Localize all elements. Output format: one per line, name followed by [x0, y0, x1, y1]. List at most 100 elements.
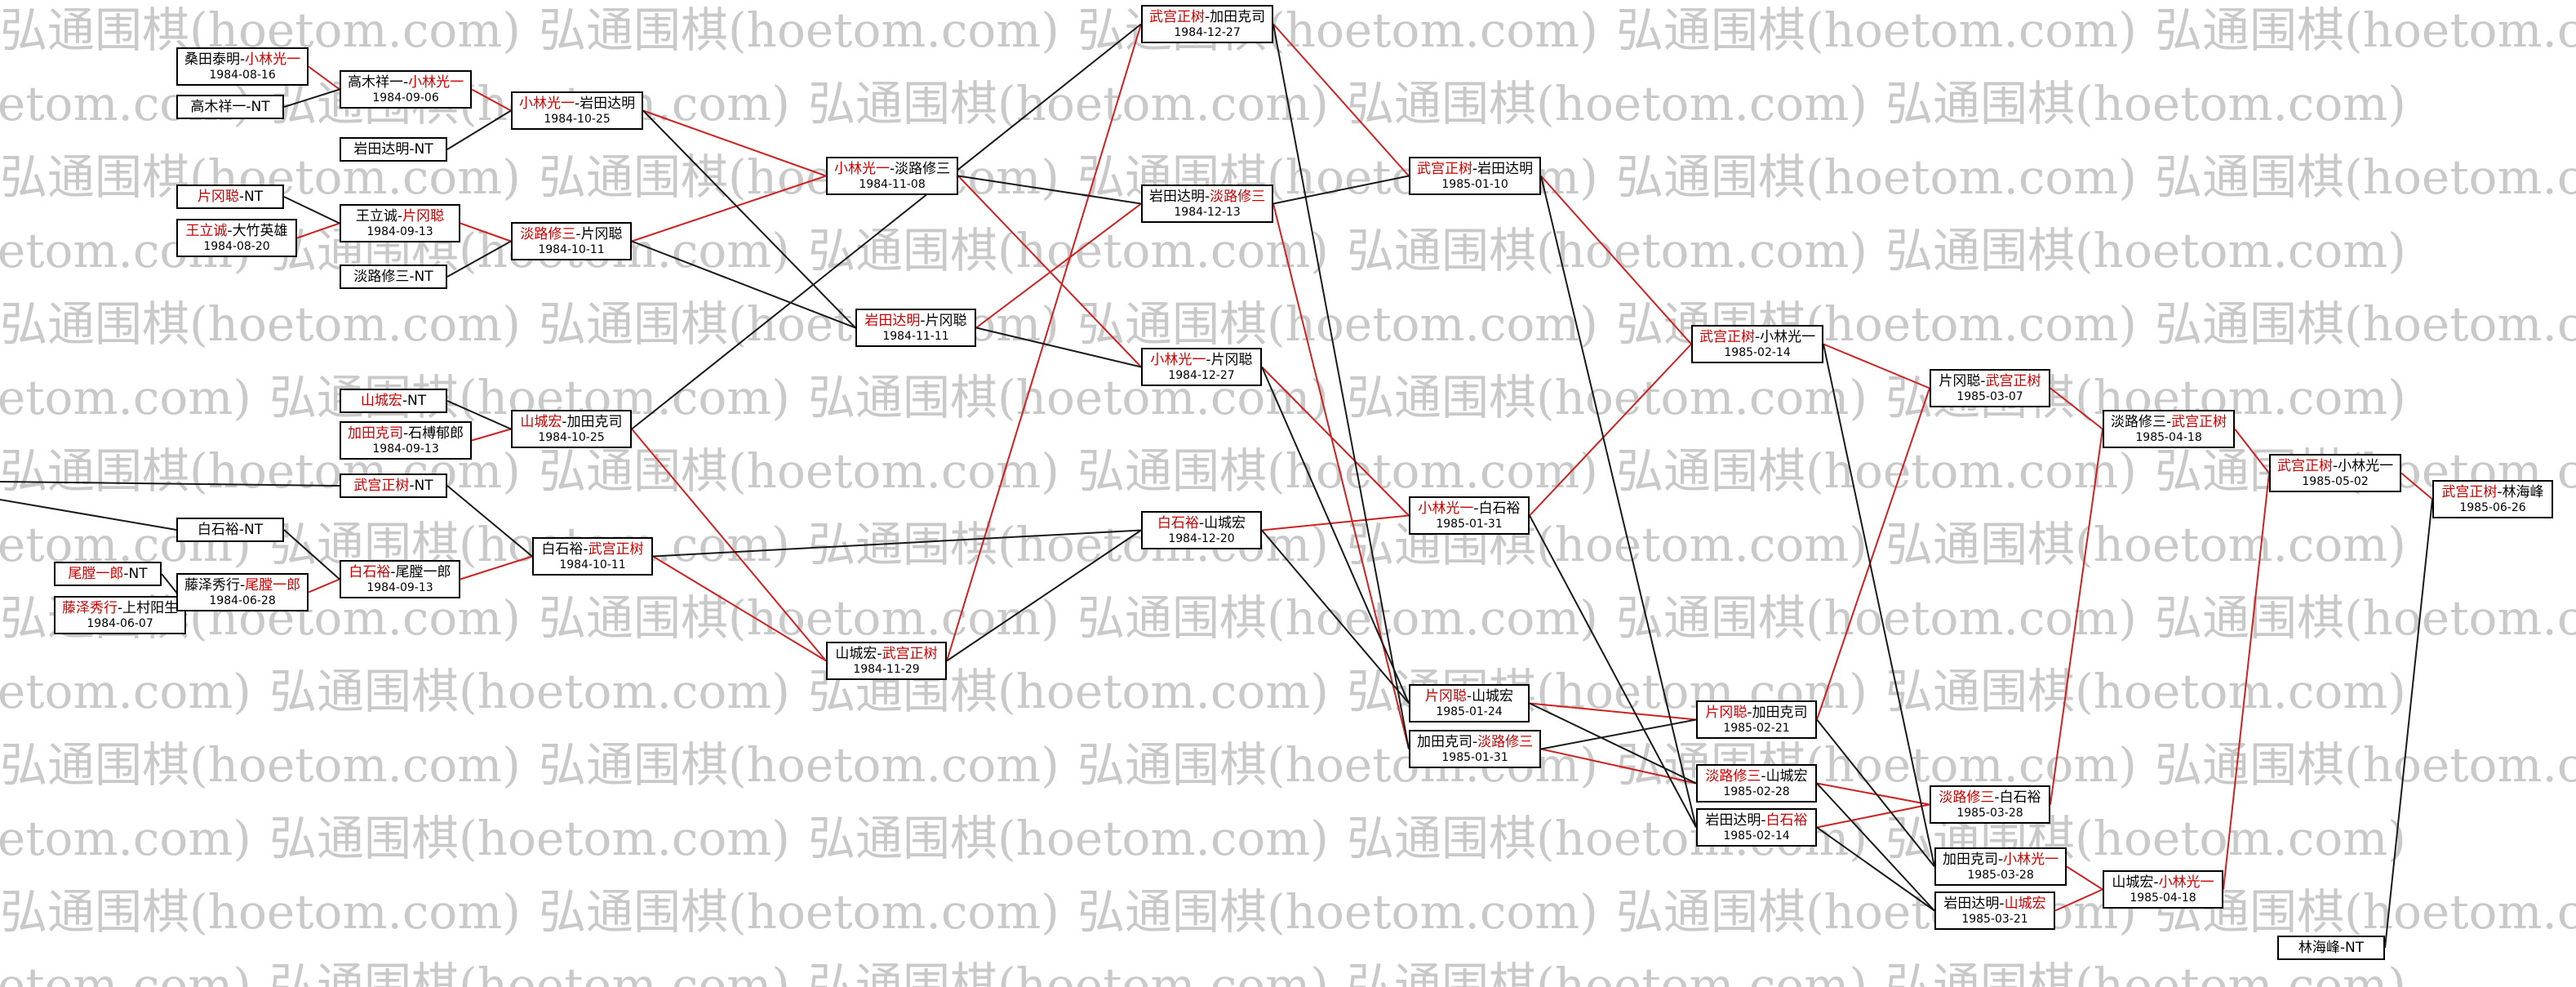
player1-name: 王立诚: [355, 208, 398, 225]
loser-path-line: [2384, 499, 2433, 949]
match-players: 岩田达明-片冈聪: [864, 312, 968, 330]
match-date: 1985-04-18: [2130, 891, 2196, 905]
match-box-K2[interactable]: 林海峰-NT: [2277, 936, 2385, 960]
player2-name: 上村阳生: [122, 600, 179, 616]
loser-path-line: [0, 499, 177, 531]
winner-path-line: [2223, 473, 2270, 890]
match-players: 山城宏-NT: [348, 392, 439, 410]
player1-name: 山城宏: [2112, 874, 2154, 891]
match-players: 小林光一-淡路修三: [834, 160, 950, 178]
match-date: 1985-02-21: [1723, 722, 1790, 735]
player-separator: -: [562, 414, 567, 430]
match-date: 1984-09-06: [372, 91, 439, 104]
match-date: 1984-06-07: [87, 617, 153, 630]
match-players: 小林光一-白石裕: [1417, 500, 1521, 518]
player2-name: 淡路修三: [1477, 734, 1534, 750]
match-players: 山城宏-加田克司: [519, 413, 624, 431]
loser-path-line: [1816, 782, 1935, 912]
match-box-A1[interactable]: 尾膛一郎-NT: [54, 562, 162, 586]
player2-name: 山城宏: [1472, 688, 1514, 705]
match-date: 1984-12-13: [1174, 206, 1241, 219]
player2-name: 小林光一: [1760, 329, 1816, 345]
player-separator: -: [238, 189, 245, 205]
match-players: 淡路修三-片冈聪: [519, 225, 624, 243]
player1-name: 小林光一: [1418, 500, 1474, 517]
match-players: 王立诚-片冈聪: [348, 207, 452, 225]
match-box-C2[interactable]: 岩田达明-NT: [340, 137, 447, 162]
player1-name: 尾膛一郎: [68, 566, 124, 582]
watermark-text: 弘通围棋(hoetom.com): [0, 296, 521, 352]
match-players: 武宫正树-岩田达明: [1417, 160, 1533, 178]
player2-name: 尾膛一郎: [395, 564, 451, 580]
match-players: 淡路修三-武宫正树: [2111, 413, 2227, 431]
player2-name: 片冈聪: [925, 313, 967, 329]
watermark-text: 弘通围棋(hoetom.com): [2155, 590, 2576, 646]
player1-name: 藤泽秀行: [184, 577, 240, 594]
loser-path-line: [1529, 515, 1697, 828]
match-box-C7[interactable]: 武宫正树-NT: [340, 473, 447, 498]
match-box-B3[interactable]: 片冈聪-NT: [176, 185, 284, 209]
match-box-C5[interactable]: 山城宏-NT: [340, 389, 447, 413]
match-box-C4[interactable]: 淡路修三-NT: [340, 265, 447, 289]
watermark-text: 弘通围棋(hoetom.com): [539, 590, 1059, 646]
watermark-text: 弘通围棋(hoetom.com): [0, 884, 521, 940]
match-players: 武宫正树-小林光一: [2277, 457, 2393, 475]
watermark-text: 弘通围棋(hoetom.com): [1616, 149, 2137, 205]
player1-name: 片冈聪: [1424, 688, 1467, 705]
watermark-text: 弘通围棋(hoetom.com): [1077, 443, 1598, 499]
match-box-B5[interactable]: 白石裕-NT: [176, 518, 284, 542]
winner-path-line: [1261, 366, 1410, 517]
loser-path-line: [1540, 176, 1697, 828]
player-separator: -: [403, 425, 409, 442]
player-separator: -: [583, 541, 588, 558]
match-date: 1984-09-13: [366, 581, 433, 594]
match-players: 高木祥一-小林光一: [348, 73, 464, 91]
match-players: 小林光一-片冈聪: [1149, 351, 1254, 369]
player2-name: 加田克司: [1210, 9, 1266, 25]
player2-name: 淡路修三: [895, 161, 951, 177]
winner-path-line: [1272, 203, 1410, 749]
watermark-text: 弘通围棋(hoetom.com): [1616, 2, 2137, 58]
loser-path-line: [0, 481, 340, 487]
player2-name: 大竹英雄: [232, 223, 288, 239]
match-box-B2[interactable]: 高木祥一-NT: [176, 95, 284, 119]
match-players: 白石裕-NT: [184, 521, 276, 539]
match-date: 1985-01-31: [1441, 751, 1508, 764]
player-separator: -: [575, 226, 581, 242]
